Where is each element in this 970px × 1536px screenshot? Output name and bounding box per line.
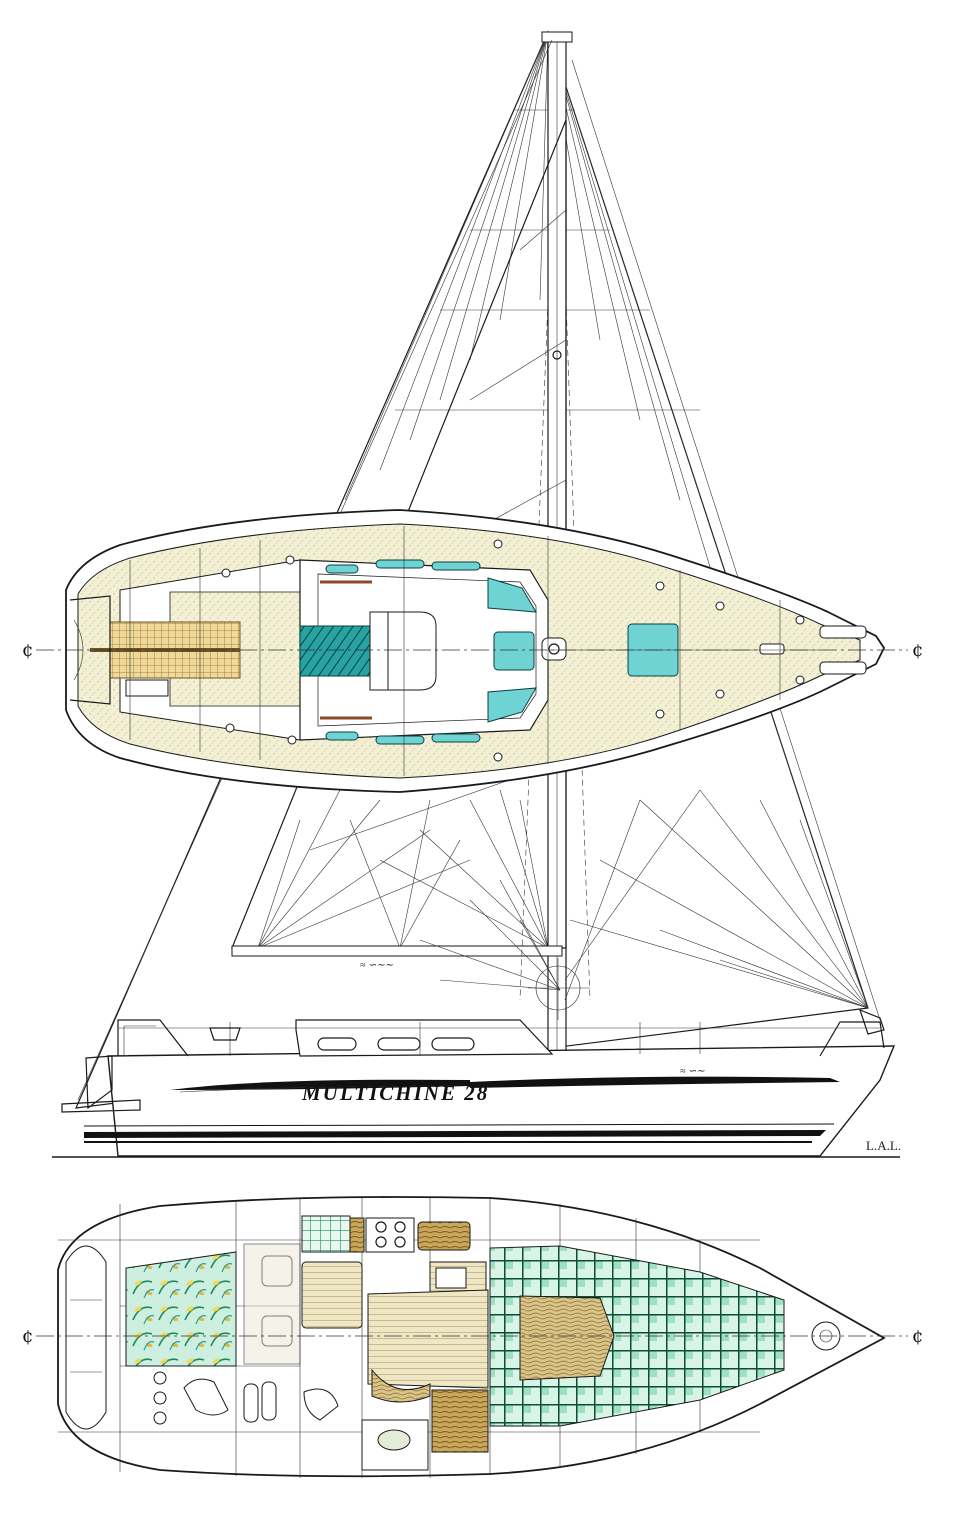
forestay — [571, 59, 881, 1021]
bow-registration: ≈ ∽∼ — [680, 1066, 705, 1077]
centerline-mark-right: ¢ — [912, 640, 923, 661]
companionway-hatch — [299, 625, 371, 677]
hull-side — [107, 1045, 896, 1157]
boat-name: MULTICHINE 28 — [301, 1081, 489, 1105]
boom-lettering: ≈ ∽∼∼ — [360, 960, 394, 971]
hatch-starboard — [487, 687, 537, 723]
centerline-mark-left: ¢ — [22, 640, 33, 661]
quarter-berth — [125, 1251, 237, 1367]
mainsail-radial-seams — [257, 789, 549, 949]
hatch-port — [487, 577, 537, 613]
stanchions — [118, 1022, 880, 1056]
coachroof — [295, 1019, 554, 1057]
cockpit-lockers — [153, 1371, 339, 1425]
sail-plan: ≈ ∽∼∼ — [75, 30, 885, 1109]
deck-fittings — [221, 539, 867, 762]
chart-table — [301, 1261, 363, 1329]
designer-signature: L.A.L. — [866, 1138, 901, 1153]
centerline-mark-right-interior: ¢ — [912, 1326, 923, 1347]
saloon-table — [519, 1295, 615, 1381]
hatch-center — [493, 631, 535, 671]
deck-panel-seams — [129, 526, 820, 776]
centerline-mark-left-interior: ¢ — [22, 1326, 33, 1347]
headsail-radial-seams — [419, 789, 869, 1009]
hull-stripe-upper — [170, 1079, 470, 1090]
saloon-sole — [367, 1289, 489, 1389]
boom — [231, 945, 563, 957]
interior-plan: ¢ ¢ — [22, 1196, 923, 1478]
boot-stripe — [84, 1130, 826, 1138]
wet-locker — [431, 1389, 489, 1453]
deck-plan: ¢ ¢ — [22, 509, 923, 793]
galley-counter-check — [301, 1215, 351, 1253]
hull-profile: MULTICHINE 28 ≈ ∽∼ L.A.L. — [52, 1019, 901, 1158]
stove — [365, 1217, 415, 1253]
v-berth — [489, 1245, 785, 1427]
mast-step — [541, 637, 567, 661]
hull-stripe-lower — [470, 1076, 840, 1088]
